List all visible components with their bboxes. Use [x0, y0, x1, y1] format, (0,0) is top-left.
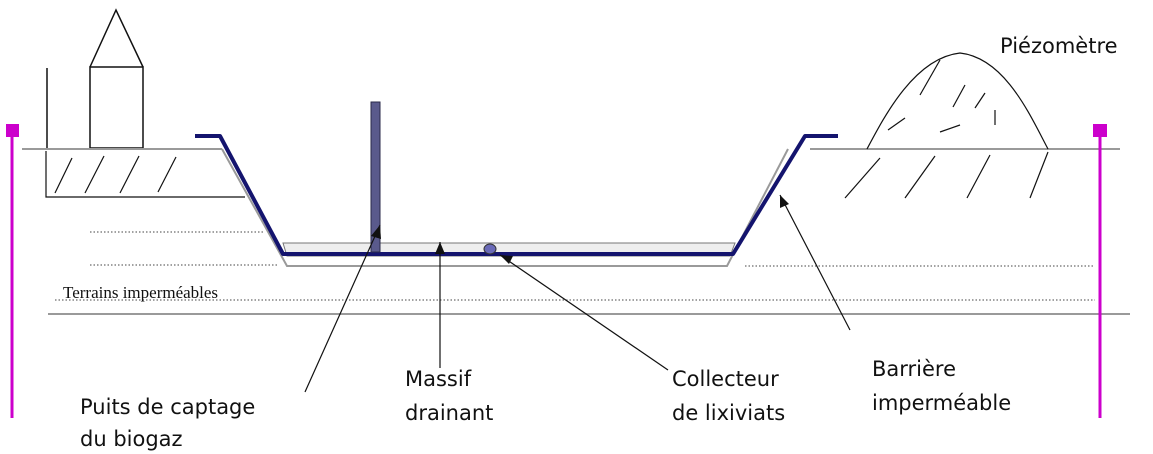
label-piezometre: Piézomètre — [1000, 34, 1118, 58]
label-terrains-impermeables: Terrains imperméables — [63, 283, 218, 302]
right-mound-hatched — [844, 52, 1049, 199]
left-soil-hatched — [45, 151, 245, 198]
label-barriere-line2: imperméable — [872, 391, 1011, 415]
strata-dotted-lines — [55, 231, 1095, 301]
label-massif-line2: drainant — [405, 401, 493, 425]
piezometer-right — [1093, 124, 1107, 418]
piezometer-left — [6, 124, 19, 418]
leader-lines — [304, 194, 851, 393]
biogas-well — [370, 101, 381, 253]
house-icon — [46, 8, 144, 149]
label-massif-line1: Massif — [405, 367, 472, 391]
label-collecteur-line2: de lixiviats — [672, 401, 785, 425]
impermeable-barrier — [195, 134, 838, 256]
label-puits-line1: Puits de captage — [80, 395, 255, 419]
label-barriere-line1: Barrière — [872, 357, 956, 381]
leachate-collector-pipe — [483, 243, 497, 255]
outer-liner — [221, 148, 789, 267]
label-puits-line2: du biogaz — [80, 427, 183, 451]
label-collecteur-line1: Collecteur — [672, 367, 779, 391]
